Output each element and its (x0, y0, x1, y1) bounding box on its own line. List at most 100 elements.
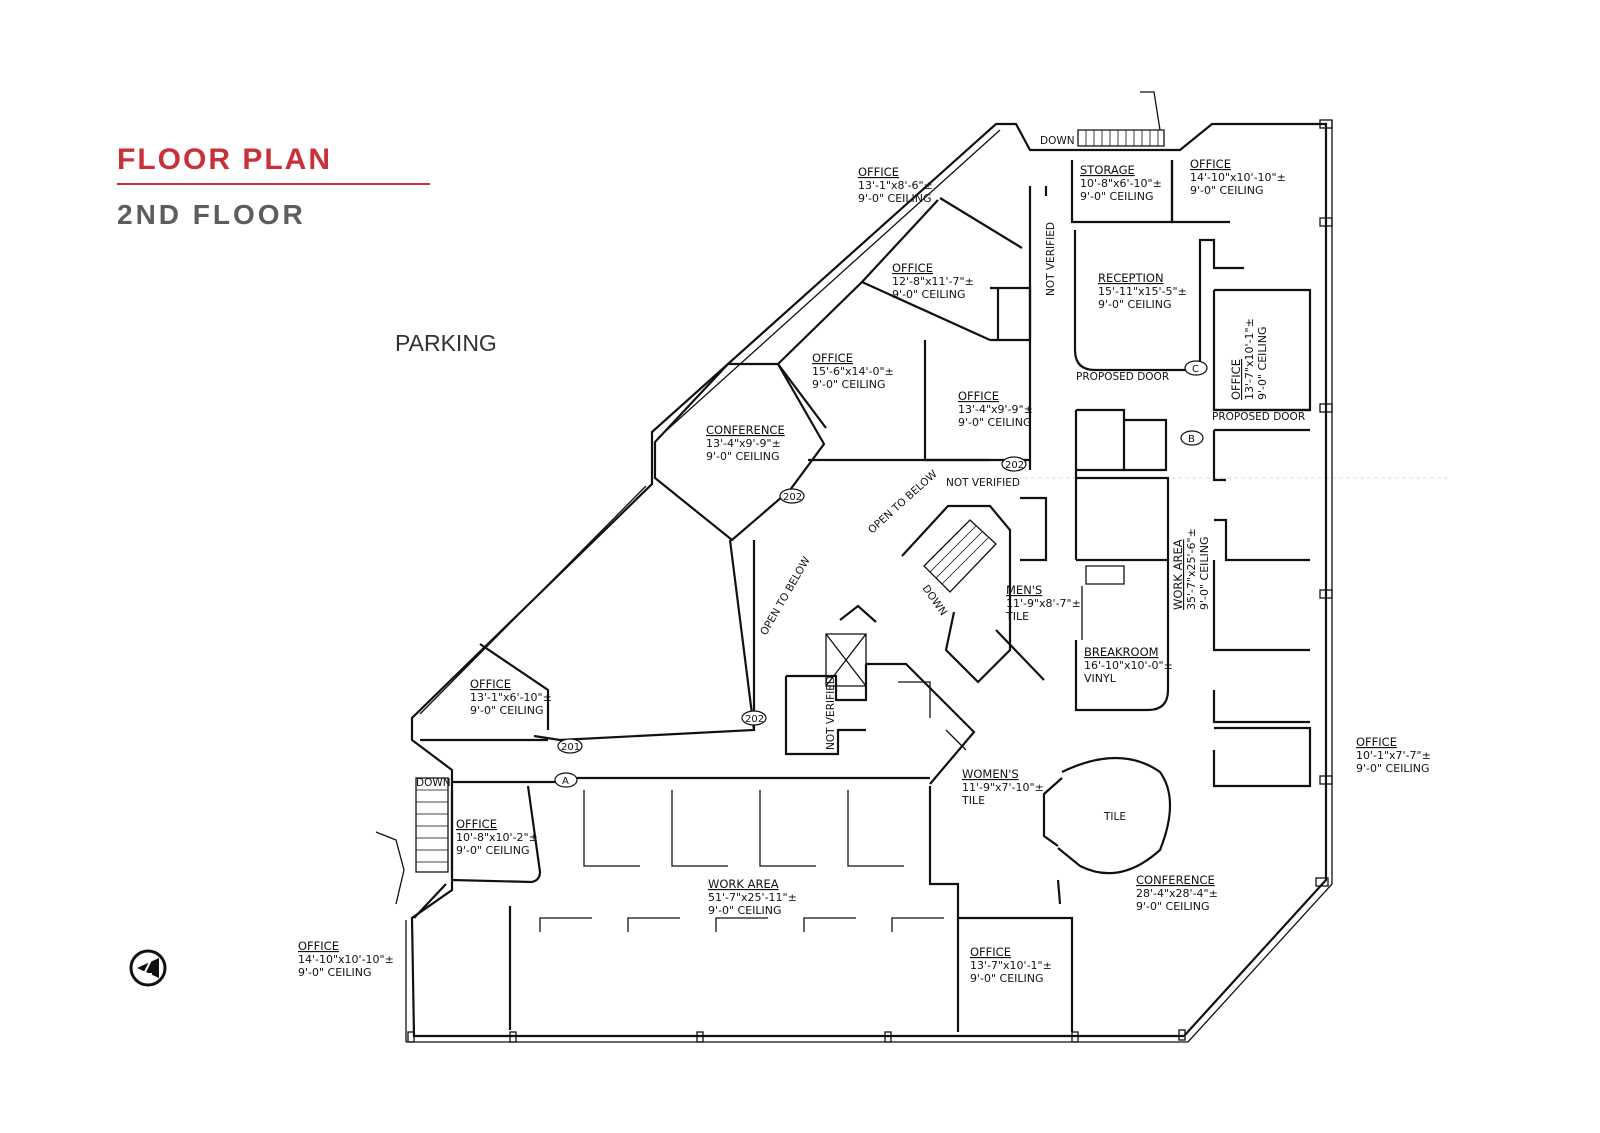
room-name: OFFICE (970, 945, 1011, 959)
room-size: 28'-4"x28'-4"± (1136, 887, 1218, 900)
column (407, 1031, 415, 1043)
room-ceiling: 9'-0" CEILING (1136, 900, 1210, 913)
room-ceiling: TILE (961, 794, 985, 807)
room-ceiling: 9'-0" CEILING (958, 416, 1032, 429)
room-label-mens: MEN'S11'-9"x8'-7"±TILE (1005, 583, 1081, 623)
room-name: OFFICE (1229, 359, 1243, 400)
stair-central (923, 519, 997, 593)
room-name: BREAKROOM (1084, 645, 1159, 659)
room-name: OFFICE (1356, 735, 1397, 749)
room-name: OFFICE (298, 939, 339, 953)
room-ceiling: 9'-0" CEILING (812, 378, 886, 391)
room-size: 13'-1"x6'-10"± (470, 691, 552, 704)
tag-202-a: 202 (741, 710, 767, 726)
room-ceiling: VINYL (1084, 672, 1117, 685)
room-ceiling: 9'-0" CEILING (1080, 190, 1154, 203)
tag-c: C (1184, 360, 1208, 376)
room-size: 13'-7"x10'-1"± (970, 959, 1052, 972)
room-size: 15'-11"x15'-5"± (1098, 285, 1187, 298)
room-size: 14'-10"x10'-10"± (298, 953, 394, 966)
room-name: OFFICE (456, 817, 497, 831)
room-size: 10'-8"x10'-2"± (456, 831, 538, 844)
room-size: 16'-10"x10'-0"± (1084, 659, 1173, 672)
north-arrow-icon (129, 949, 167, 987)
column (884, 1031, 892, 1043)
room-ceiling: 9'-0" CEILING (1190, 184, 1264, 197)
svg-text:202: 202 (783, 492, 802, 503)
room-name: WORK AREA (1171, 539, 1185, 610)
svg-text:C: C (1192, 364, 1199, 375)
svg-text:A: A (562, 776, 569, 787)
tag-202-c: 202 (1001, 456, 1027, 472)
svg-text:B: B (1188, 434, 1195, 445)
tag-b: B (1180, 430, 1204, 446)
room-ceiling: 9'-0" CEILING (470, 704, 544, 717)
interior-walls (413, 160, 1312, 1032)
tag-a: A (554, 772, 578, 788)
room-ceiling: 9'-0" CEILING (1356, 762, 1430, 775)
room-size: 35'-7"x25'-6"± (1185, 528, 1198, 610)
elevator-shaft (825, 633, 867, 687)
column (1071, 1031, 1079, 1043)
column (509, 1031, 517, 1043)
column (1319, 589, 1333, 599)
room-name: CONFERENCE (706, 423, 785, 437)
room-name: RECEPTION (1098, 271, 1164, 285)
room-ceiling: 9'-0" CEILING (706, 450, 780, 463)
proposed-door-label-1: PROPOSED DOOR (1076, 371, 1169, 383)
room-ceiling: 9'-0" CEILING (456, 844, 530, 857)
proposed-door-label-2: PROPOSED DOOR (1212, 411, 1305, 423)
room-size: 13'-4"x9'-9"± (706, 437, 781, 450)
room-ceiling: 9'-0" CEILING (708, 904, 782, 917)
room-ceiling: 9'-0" CEILING (298, 966, 372, 979)
open-to-below-label-2: OPEN TO BELOW (758, 554, 813, 637)
room-name: OFFICE (470, 677, 511, 691)
annotations: DOWN DOWN DOWN NOT VERIFIED NOT VERIFIED… (416, 135, 1305, 823)
room-size: 13'-1"x8'-6"± (858, 179, 933, 192)
room-name: STORAGE (1080, 163, 1135, 177)
svg-text:201: 201 (561, 742, 580, 753)
room-size: 51'-7"x25'-11"± (708, 891, 797, 904)
column (696, 1031, 704, 1043)
room-label-womens: WOMEN'S11'-9"x7'-10"±TILE (961, 767, 1044, 807)
room-size: 14'-10"x10'-10"± (1190, 171, 1286, 184)
not-verified-label-1: NOT VERIFIED (1045, 222, 1057, 296)
room-name: WORK AREA (708, 877, 779, 891)
plan-title: FLOOR PLAN (117, 143, 332, 176)
parking-label: PARKING (395, 330, 497, 356)
room-name: MEN'S (1006, 583, 1042, 597)
stair-southwest (375, 777, 449, 905)
room-size: 11'-9"x8'-7"± (1006, 597, 1081, 610)
room-size: 10'-1"x7'-7"± (1356, 749, 1431, 762)
room-ceiling: 9'-0" CEILING (1098, 298, 1172, 311)
column (1315, 877, 1329, 887)
down-label-north: DOWN (1040, 135, 1075, 147)
room-name: OFFICE (812, 351, 853, 365)
room-name: OFFICE (1190, 157, 1231, 171)
svg-text:202: 202 (1005, 460, 1024, 471)
down-label-southwest: DOWN (416, 777, 451, 789)
room-name: WOMEN'S (962, 767, 1019, 781)
not-verified-label-2: NOT VERIFIED (946, 477, 1020, 489)
room-size: 12'-8"x11'-7"± (892, 275, 974, 288)
room-ceiling: 9'-0" CEILING (970, 972, 1044, 985)
room-name: OFFICE (958, 389, 999, 403)
down-label-central: DOWN (920, 583, 950, 618)
tag-202-b: 202 (779, 488, 805, 504)
title-underline (117, 183, 430, 185)
